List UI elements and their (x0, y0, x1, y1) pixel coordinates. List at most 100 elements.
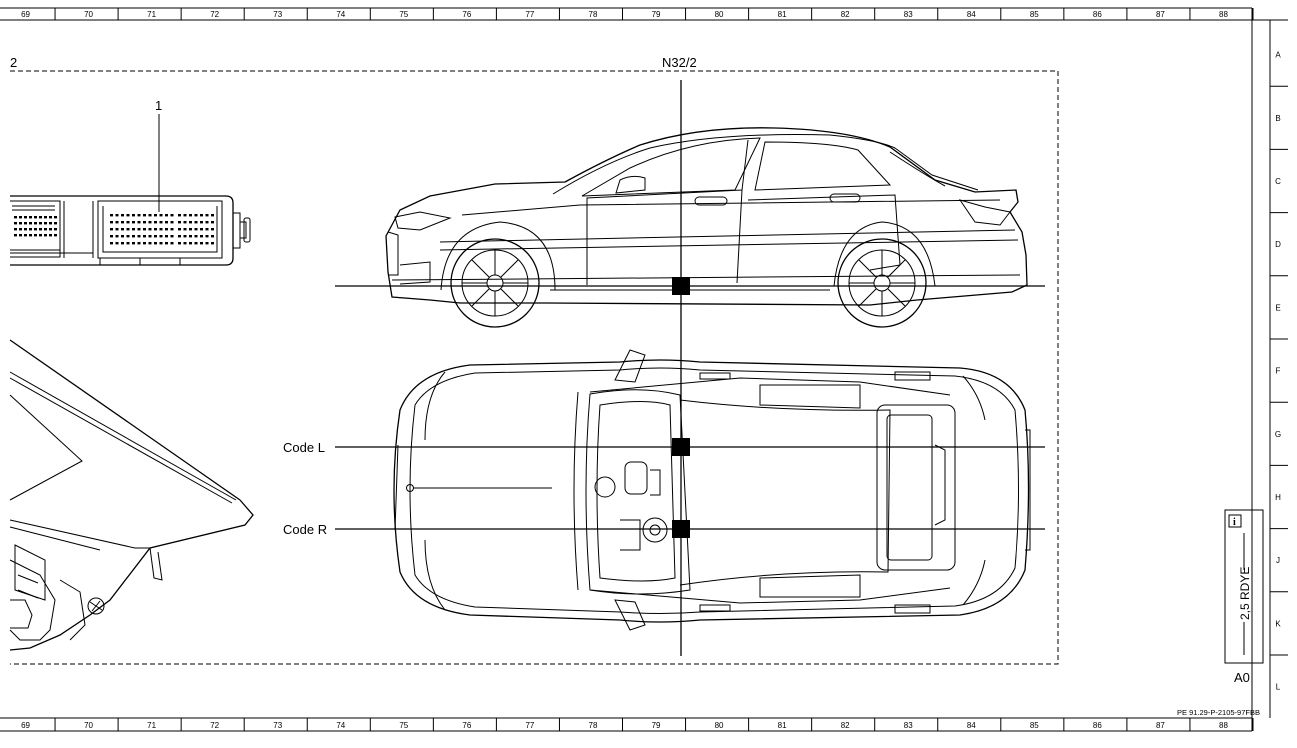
connector-pin (165, 242, 168, 245)
connector-pin (148, 221, 152, 224)
connector-pin (205, 228, 209, 231)
row-letter: D (1275, 240, 1281, 249)
connector-pin (14, 216, 17, 219)
connector-pin (154, 235, 157, 238)
connector-pin (110, 235, 113, 238)
column-number: 77 (525, 10, 534, 19)
column-number: 83 (904, 10, 913, 19)
connector-pin (194, 221, 198, 224)
row-letter: J (1276, 556, 1280, 565)
connector-pin (178, 228, 181, 231)
control-unit-connector (10, 195, 251, 266)
connector-pin (154, 214, 157, 217)
connector-pin (183, 242, 187, 245)
connector-pin (159, 214, 163, 217)
connector-pin (183, 235, 187, 238)
connector-pin (110, 242, 113, 245)
connector-pin (39, 228, 42, 231)
connector-pin (137, 228, 141, 231)
connector-pin (115, 228, 119, 231)
connector-pin (14, 228, 17, 231)
column-number: 80 (715, 10, 724, 19)
connector-pin (159, 221, 163, 224)
column-number: 87 (1156, 721, 1165, 730)
connector-pin (115, 214, 119, 217)
connector-pin (200, 242, 203, 245)
connector-pin (165, 235, 168, 238)
sensor-point-right (672, 520, 690, 538)
connector-pin (137, 235, 141, 238)
column-number: 83 (904, 721, 913, 730)
connector-pin (148, 235, 152, 238)
connector-pin (49, 234, 52, 237)
row-letter: F (1276, 367, 1281, 376)
connector-pin (211, 242, 214, 245)
connector-pin (115, 242, 119, 245)
connector-pin (24, 216, 27, 219)
connector-pin (29, 228, 32, 231)
connector-pin (137, 242, 141, 245)
connector-pin (200, 235, 203, 238)
column-number: 84 (967, 721, 976, 730)
column-number: 78 (589, 10, 598, 19)
column-number: 84 (967, 10, 976, 19)
connector-pin (148, 242, 152, 245)
connector-pin (183, 221, 187, 224)
column-number: 79 (652, 10, 661, 19)
column-number: 76 (462, 10, 471, 19)
connector-pin (49, 216, 52, 219)
column-number: 78 (589, 721, 598, 730)
connector-pin (44, 216, 47, 219)
connector-pin (170, 242, 174, 245)
connector-pin (126, 214, 130, 217)
connector-pin (143, 242, 146, 245)
connector-pin (205, 221, 209, 224)
connector-pin (200, 221, 203, 224)
connector-pin (132, 235, 135, 238)
column-number: 81 (778, 721, 787, 730)
column-number: 69 (21, 721, 30, 730)
column-number: 86 (1093, 10, 1102, 19)
column-number: 85 (1030, 10, 1039, 19)
connector-pin (178, 221, 181, 224)
info-icon-glyph: i (1233, 517, 1236, 528)
connector-pin (19, 222, 22, 225)
document-id: PE 91.29-P-2105-97FBB (1177, 708, 1260, 717)
connector-pin (126, 221, 130, 224)
connector-pin (137, 214, 141, 217)
connector-pin (34, 222, 37, 225)
connector-pin (154, 228, 157, 231)
column-number: 70 (84, 721, 93, 730)
connector-pin (189, 221, 192, 224)
column-number: 77 (525, 721, 534, 730)
connector-pin (183, 228, 187, 231)
column-number: 69 (21, 10, 30, 19)
connector-pin (165, 214, 168, 217)
connector-pin (143, 228, 146, 231)
row-letter: A (1275, 51, 1281, 60)
column-number: 82 (841, 721, 850, 730)
connector-pin (154, 242, 157, 245)
column-number: 73 (273, 10, 282, 19)
connector-pin (34, 216, 37, 219)
connector-pin (165, 228, 168, 231)
connector-pin (110, 221, 113, 224)
column-number: 75 (399, 721, 408, 730)
row-letter: H (1275, 493, 1281, 502)
column-number: 73 (273, 721, 282, 730)
connector-pin (148, 228, 152, 231)
connector-pin (19, 216, 22, 219)
connector-pin (194, 214, 198, 217)
connector-pin (154, 221, 157, 224)
control-unit-housing (9, 339, 254, 651)
connector-pin (178, 214, 181, 217)
connector-pin (211, 214, 214, 217)
vehicle-top-view (393, 349, 1031, 631)
connector-pin (49, 222, 52, 225)
connector-pin (49, 228, 52, 231)
connector-pin (205, 214, 209, 217)
